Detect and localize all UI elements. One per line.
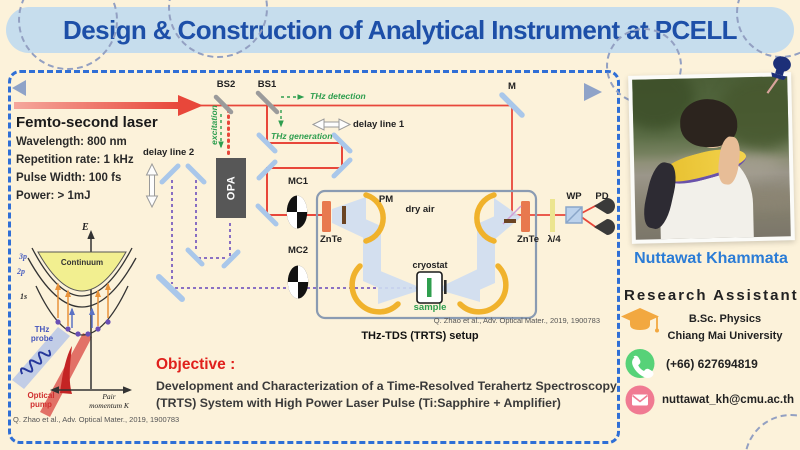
label-bs1: BS1 xyxy=(257,79,277,90)
continuum-band xyxy=(37,251,127,292)
pd-beam-upper xyxy=(579,204,598,215)
label-quarter-waveplate: λ/4 xyxy=(547,234,561,245)
quarter-waveplate xyxy=(550,199,555,232)
k-axis-line2: momentum K xyxy=(89,401,129,410)
thz-probe-line1: THz xyxy=(34,325,50,334)
laser-spec-wavelength: Wavelength: 800 nm xyxy=(16,136,127,148)
znte-crystal-2 xyxy=(521,201,530,232)
label-cryostat: cryostat xyxy=(412,260,448,270)
znte-crystal-1 xyxy=(322,201,331,232)
label-continuum: Continuum xyxy=(60,258,104,267)
label-delay-line-1: delay line 1 xyxy=(353,119,405,130)
label-znte-1: ZnTe xyxy=(320,234,342,245)
beam-block-2 xyxy=(504,219,516,223)
label-thz-generation: THz generation xyxy=(271,131,333,141)
label-mc1: MC1 xyxy=(287,176,309,187)
label-bs2: BS2 xyxy=(216,79,236,90)
energy-diagram xyxy=(12,230,137,417)
delay-line-2-arrow xyxy=(145,162,159,209)
label-thz-detection: THz detection xyxy=(310,91,366,101)
probe-beam-path xyxy=(511,105,567,216)
label-optical-pump: Optical pump xyxy=(18,391,64,409)
email-icon xyxy=(625,385,655,415)
exciton-dots xyxy=(55,319,111,337)
pd-beam-lower xyxy=(579,215,598,229)
sample-bar xyxy=(427,278,432,297)
label-mc2: MC2 xyxy=(287,245,309,256)
photodiode-1 xyxy=(594,198,615,214)
profile-email: nuttawat_kh@cmu.ac.th xyxy=(662,394,794,406)
graduation-cap-icon xyxy=(621,308,659,333)
band-1s xyxy=(35,285,129,336)
band-2p xyxy=(27,257,137,308)
corner-triangle-icon xyxy=(584,83,602,101)
thz-probe-line2: probe xyxy=(30,334,54,343)
setup-dashed-frame xyxy=(8,70,620,444)
objective-line2: (TRTS) System with High Power Laser Puls… xyxy=(156,396,561,410)
setup-caption: THz-TDS (TRTS) setup xyxy=(361,330,479,342)
mirrors xyxy=(156,92,525,302)
objective-line1: Development and Characterization of a Ti… xyxy=(156,379,617,393)
band-3p xyxy=(31,247,133,297)
label-wp: WP xyxy=(566,191,582,202)
intraexciton-arrows-blue xyxy=(69,307,95,328)
profile-university: Chiang Mai University xyxy=(667,330,783,342)
pushpin-icon xyxy=(766,56,791,94)
label-m: M xyxy=(508,81,516,92)
label-momentum-axis: Pair momentum K xyxy=(84,392,134,410)
laser-heading: Femto-second laser xyxy=(16,114,158,131)
label-delay-line-2: delay line 2 xyxy=(143,147,195,158)
laser-source-icon xyxy=(12,80,26,96)
label-opa: OPA xyxy=(225,175,237,201)
dry-air-enclosure xyxy=(315,189,538,320)
label-3p: 3p xyxy=(19,252,27,261)
phone-icon xyxy=(625,349,655,379)
interband-arrows-orange xyxy=(55,282,111,326)
laser-spec-power: Power: > 1mJ xyxy=(16,190,91,202)
label-pd: PD xyxy=(595,191,609,202)
profile-degree: B.Sc. Physics xyxy=(688,313,762,325)
label-excitation: excitation xyxy=(209,105,219,145)
laser-beam xyxy=(14,95,512,116)
label-dry-air: dry air xyxy=(405,204,435,215)
label-1s: 1s xyxy=(20,292,28,301)
photodiode-2 xyxy=(594,219,615,235)
label-pm: PM xyxy=(378,194,394,205)
label-thz-probe: THz probe xyxy=(22,325,62,343)
thz-pulse-wave xyxy=(20,349,52,375)
beamsplitters xyxy=(213,90,280,115)
label-sample: sample xyxy=(413,302,447,313)
cryostat-box xyxy=(416,271,447,304)
laser-spec-pulsewidth: Pulse Width: 100 fs xyxy=(16,172,122,184)
k-axis-line1: Pair xyxy=(102,392,116,401)
objective-heading: Objective : xyxy=(156,356,236,373)
delay-line-1-arrow xyxy=(311,118,352,131)
wollaston-prism xyxy=(565,206,583,224)
profile-name: Nuttawat Khammata xyxy=(634,250,788,267)
pump-line1: Optical xyxy=(27,391,55,400)
inset-citation: Q. Zhao et al., Adv. Optical Mater., 201… xyxy=(13,415,180,424)
setup-citation: Q. Zhao et al., Adv. Optical Mater., 201… xyxy=(433,316,600,325)
opa-box: OPA xyxy=(216,158,246,218)
beam-block-1 xyxy=(342,206,346,224)
optical-pump-dashed-path xyxy=(171,180,424,289)
pump-pulse xyxy=(60,346,72,394)
label-energy-axis: E xyxy=(82,222,89,233)
parabolic-mirrors xyxy=(349,192,509,315)
laser-spec-repetition: Repetition rate: 1 kHz xyxy=(16,154,134,166)
pump-line2: pump xyxy=(30,400,52,409)
chopper-mc2-icon xyxy=(287,265,309,299)
chopper-mc1-icon xyxy=(286,195,308,229)
profile-phone: (+66) 627694819 xyxy=(666,357,758,371)
label-2p: 2p xyxy=(17,267,25,276)
profile-role: Research Assistant xyxy=(624,287,799,304)
label-znte-2: ZnTe xyxy=(517,234,539,245)
